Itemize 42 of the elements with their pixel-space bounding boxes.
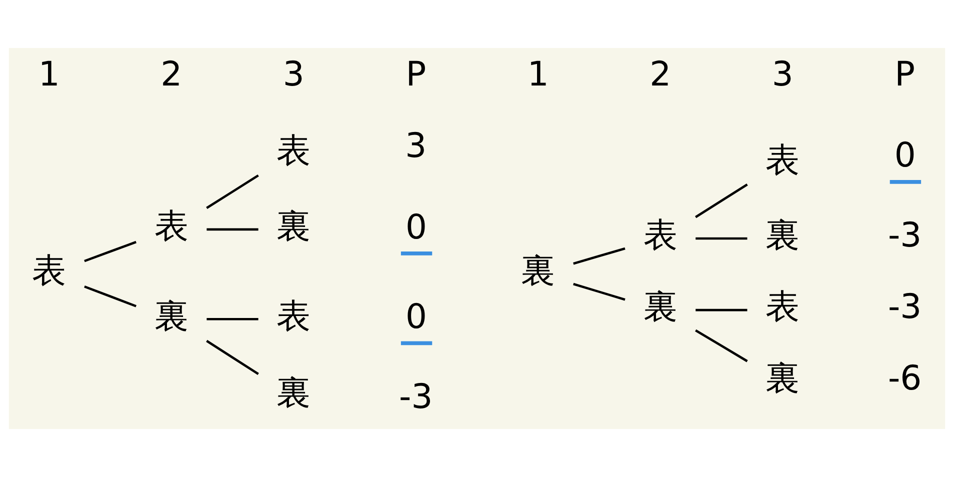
connector	[696, 308, 748, 312]
connector	[573, 282, 626, 301]
label: 2	[160, 54, 182, 94]
connector	[696, 237, 748, 240]
label: 3	[772, 54, 794, 94]
node-text: 裏	[521, 250, 556, 290]
label: 2	[650, 54, 672, 94]
connector	[206, 174, 259, 209]
node-text: 裏	[154, 296, 188, 336]
node-text: 裏	[766, 358, 800, 398]
node-text: 表	[154, 206, 188, 246]
node-text: 裏	[276, 206, 311, 246]
connector	[206, 318, 258, 320]
node-label: -3	[888, 287, 922, 326]
connector	[84, 240, 136, 262]
node-text: 表	[643, 216, 678, 255]
node-label: -3	[399, 376, 433, 416]
label: P	[894, 54, 916, 94]
label: 3	[282, 54, 304, 94]
node-text: 裏	[643, 287, 678, 326]
label: 1	[38, 54, 60, 94]
connector	[206, 228, 258, 231]
connector	[573, 247, 626, 265]
connector	[695, 184, 748, 218]
connector	[84, 285, 136, 308]
node-label: 0	[405, 296, 427, 336]
node-text: 表	[32, 250, 66, 290]
node-label: 0	[894, 136, 916, 175]
node-text: 表	[276, 296, 311, 336]
node-label: 3	[405, 126, 427, 165]
node-text: 表	[766, 287, 800, 326]
node-label: -3	[888, 216, 922, 255]
connector	[695, 329, 748, 362]
node-text: 表	[276, 131, 311, 170]
node-label: 0	[405, 207, 427, 246]
node-text: 裏	[766, 216, 800, 255]
node-text: 表	[766, 140, 800, 180]
connector	[206, 340, 259, 375]
label: P	[406, 54, 426, 94]
node-text: 裏	[276, 373, 311, 412]
label: 1	[527, 54, 549, 94]
node-label: -6	[888, 358, 922, 398]
